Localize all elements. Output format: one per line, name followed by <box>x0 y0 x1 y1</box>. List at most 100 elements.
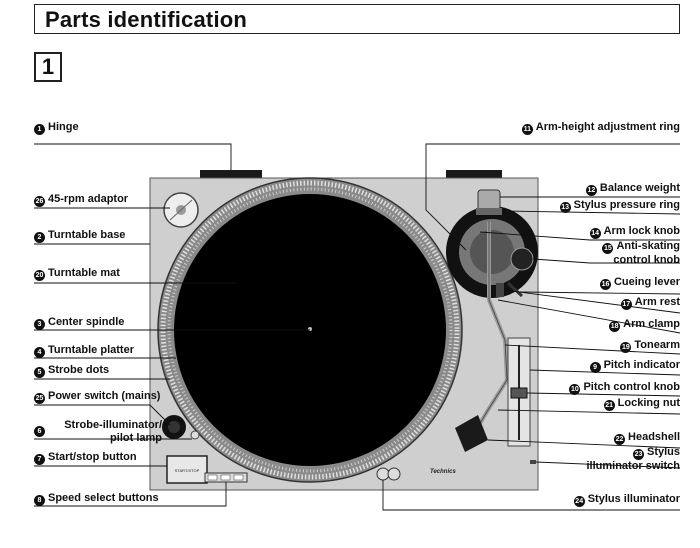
callout-number: 12 <box>585 185 597 196</box>
callout-number: 19 <box>620 342 632 353</box>
callout-number: 17 <box>620 299 632 310</box>
label-text: Tonearm <box>634 339 680 351</box>
label-text: Arm lock knob <box>603 225 680 237</box>
page-title: Parts identification <box>45 7 248 32</box>
label-text: Strobe dots <box>48 364 110 376</box>
headshell-shape <box>455 415 488 452</box>
callout-number: 26 <box>34 196 45 207</box>
callout-number: 15 <box>602 243 614 254</box>
callout-number: 3 <box>34 319 45 330</box>
callout-number: 4 <box>34 347 45 358</box>
label-text: Arm rest <box>634 296 680 308</box>
callout-number: 11 <box>521 124 533 135</box>
label-text: Arm clamp <box>623 318 680 330</box>
balance-weight-shape <box>477 189 501 211</box>
label-text: Speed select buttons <box>48 492 159 504</box>
callout-number: 21 <box>603 400 615 411</box>
label-text: Balance weight <box>599 182 680 194</box>
callout-number: 10 <box>569 384 581 395</box>
callout-number: 25 <box>34 393 45 404</box>
label-text: Pitch control knob <box>583 381 680 393</box>
anti-skating-knob-shape <box>510 247 534 271</box>
start-stop-shape <box>166 455 208 484</box>
label-text: Stylus pressure ring <box>573 199 680 211</box>
callout-number: 23 <box>632 449 644 460</box>
label-text-line2: illuminator switch <box>586 460 680 472</box>
strobe-lamp-shape <box>190 430 200 440</box>
label-text: Locking nut <box>617 397 680 409</box>
stylus-illuminator-shape <box>376 467 390 481</box>
label-text: Cueing lever <box>613 276 680 288</box>
callout-number: 13 <box>559 202 571 213</box>
callout-number: 1 <box>34 124 45 135</box>
cueing-lever-shape <box>506 281 524 298</box>
label-text-line1: Strobe-illuminator/ <box>64 419 162 431</box>
label-text: Power switch (mains) <box>48 390 161 402</box>
callout-number: 22 <box>614 434 626 445</box>
label-text: Arm-height adjustment ring <box>535 121 680 133</box>
label-text-line2: control knob <box>613 254 680 266</box>
strobe-dots-ring <box>160 180 460 480</box>
callout-number: 5 <box>34 367 45 378</box>
label-text: Turntable mat <box>48 267 120 279</box>
label-text: Turntable platter <box>48 344 134 356</box>
hinge-left <box>200 170 262 179</box>
callout-number: 8 <box>34 495 45 506</box>
label-text: Turntable base <box>48 229 126 241</box>
label-text: Headshell <box>628 431 680 443</box>
hinge-right <box>446 170 502 179</box>
label-text: Start/stop button <box>48 451 137 463</box>
strobe-dots-ring-inner <box>167 187 453 473</box>
arm-rest-shape <box>496 283 504 297</box>
label-text-line2: pilot lamp <box>110 432 162 444</box>
label-text: Center spindle <box>48 316 125 328</box>
label-text: 45-rpm adaptor <box>48 193 129 205</box>
label-text-line1: Stylus <box>646 446 680 458</box>
label-strobe-illuminator: 6 Strobe-illuminator/ pilot lamp <box>34 419 162 445</box>
label-text: Hinge <box>48 121 79 133</box>
callout-number: 20 <box>34 270 45 281</box>
start-stop-text: START/STOP <box>175 468 200 473</box>
callout-number: 16 <box>599 279 611 290</box>
brand-text: Technics <box>430 469 456 475</box>
callout-number: 7 <box>34 454 45 465</box>
section-number: 1 <box>34 52 62 82</box>
callout-number: 9 <box>589 362 601 373</box>
callout-number: 2 <box>34 232 45 243</box>
pitch-knob-shape <box>510 387 528 399</box>
label-text: Stylus illuminator <box>587 493 680 505</box>
label-text-line1: Anti-skating <box>616 240 680 252</box>
callout-number: 24 <box>573 496 585 507</box>
callout-number: 14 <box>589 228 601 239</box>
label-text: Pitch indicator <box>603 359 680 371</box>
page-header: Parts identification <box>34 4 680 34</box>
callout-number: 6 <box>34 426 45 437</box>
callout-number: 18 <box>609 321 621 332</box>
